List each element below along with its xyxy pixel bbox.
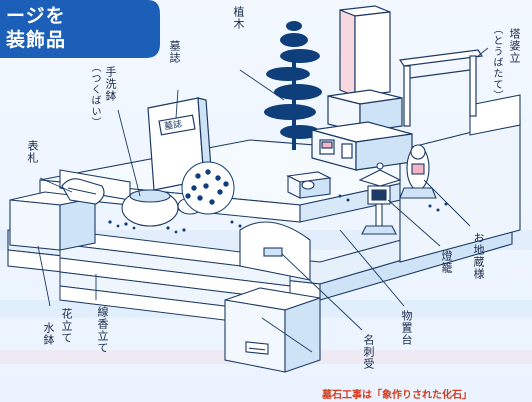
label-toro: 燈籠 — [440, 250, 453, 274]
botsu-plaque — [147, 97, 213, 191]
label-botsu: 墓誌 — [168, 40, 181, 64]
banner-badge — [0, 0, 160, 58]
label-hyosatsu: 表札 — [26, 140, 39, 164]
label-ojizo: お地蔵様 — [472, 232, 485, 280]
label-tsukubai: 手洗鉢 — [104, 66, 117, 102]
label-hanatate: 花立て — [60, 308, 73, 344]
left-block — [9, 178, 105, 251]
label-mizubachi: 水鉢 — [42, 322, 55, 346]
banner-line-1: ージを — [6, 5, 66, 27]
label-meishiuke: 名刺受 — [362, 334, 375, 370]
jizo-statue — [399, 144, 437, 199]
label-ueki: 植木 — [232, 6, 245, 30]
senko-stand — [286, 171, 332, 199]
front-steps — [59, 229, 291, 329]
label-tobastate: 塔婆立 — [508, 28, 521, 64]
pebbles — [108, 194, 448, 234]
main-tombstone — [311, 5, 413, 171]
label-tobastate-ruby: （とうばたて） — [491, 24, 502, 101]
shrub — [181, 161, 235, 215]
footer-note: 墓石工事は「象作りされた化石」 — [322, 390, 472, 401]
lantern — [358, 162, 402, 235]
label-tsukubai-ruby: （つくばい） — [89, 62, 100, 128]
toba-frame — [398, 49, 484, 127]
banner-line-2: 装飾品 — [6, 29, 67, 51]
tree — [264, 21, 322, 150]
label-senko: 線香立て — [96, 306, 109, 354]
banner: ージを 装飾品 — [0, 0, 150, 56]
leader-lines — [37, 47, 489, 353]
label-monooki: 物置台 — [400, 310, 413, 346]
right-block — [224, 221, 321, 373]
